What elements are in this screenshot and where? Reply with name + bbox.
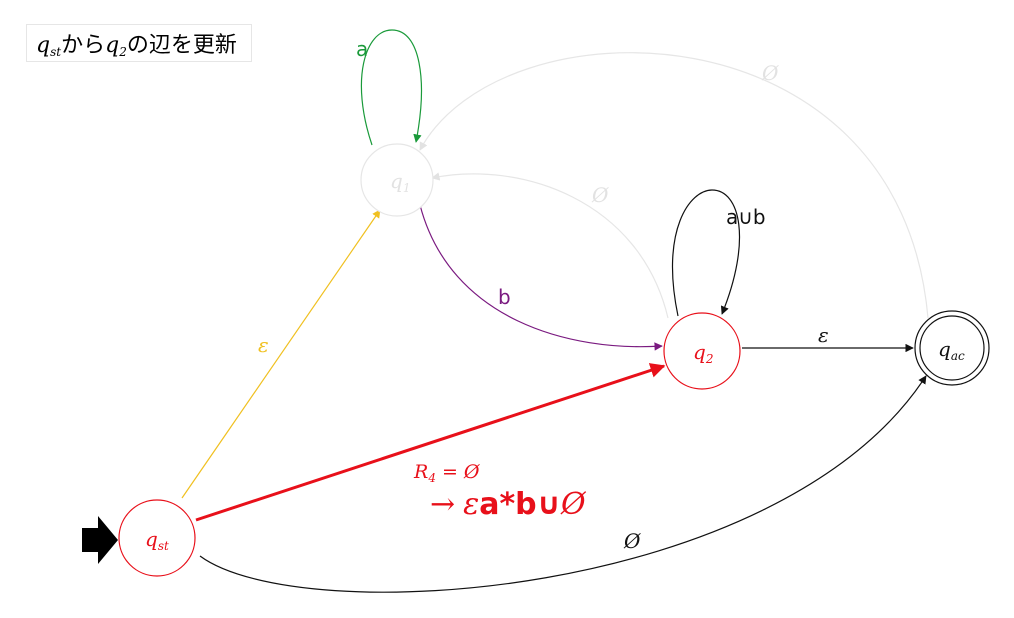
edge-label-q2-to-q1: Ø: [591, 183, 609, 207]
title-text: qstからq2の辺を更新: [36, 33, 237, 59]
start-arrow-icon: [82, 516, 118, 564]
state-qst[interactable]: qst: [118, 499, 196, 577]
edge-label-qst-to-qac: Ø: [623, 529, 641, 553]
edge-qst-to-q1: [181, 209, 381, 499]
state-qac-label: qac: [938, 337, 965, 363]
edge-label-qst-to-q1: ε: [258, 333, 269, 357]
edge-q1-to-q2: [419, 204, 663, 351]
edge-label-q2-to-qac: ε: [818, 323, 829, 347]
edge-qst-to-q2: [195, 363, 666, 522]
edge-q2-to-q1: [431, 172, 669, 319]
state-q1-label: q1: [390, 169, 410, 195]
edge-label-q1-to-q2: b: [498, 285, 511, 309]
edge-label-q2-loop: a∪b: [726, 205, 766, 229]
edge-qac-to-q1: [419, 52, 929, 319]
update-expression: →εa*b∪Ø: [430, 487, 587, 522]
state-q1[interactable]: q1: [360, 143, 434, 217]
state-q2-label: q2: [693, 340, 713, 366]
state-q2[interactable]: q2: [663, 312, 741, 390]
state-qac[interactable]: qac: [914, 310, 990, 386]
edge-label-qac-to-q1: Ø: [761, 61, 779, 85]
edge-q1-loop: [360, 29, 422, 146]
state-qst-label: qst: [145, 527, 169, 553]
title-box: [26, 24, 252, 62]
edge-label-q1-loop: a: [356, 37, 368, 61]
edge-label-qst-to-q2: R4= Ø: [413, 461, 480, 485]
edge-qst-to-qac: [199, 375, 927, 593]
edge-q2-loop: [671, 189, 741, 317]
